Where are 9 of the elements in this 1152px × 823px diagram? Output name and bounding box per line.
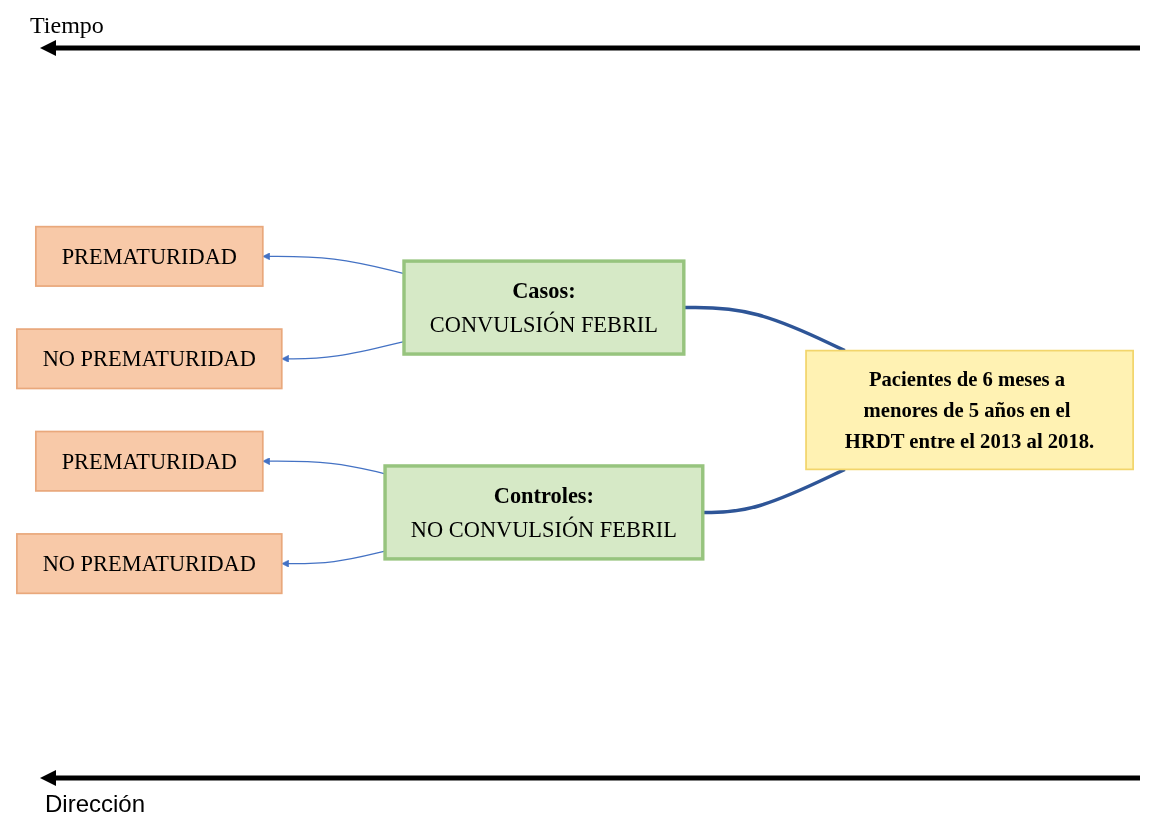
axis-label: Dirección: [45, 790, 146, 818]
node-box: NO PREMATURIDAD: [16, 533, 283, 595]
node-box: PREMATURIDAD: [35, 430, 264, 492]
node-box: Controles: NO CONVULSIÓN FEBRIL: [383, 464, 705, 561]
node-box: PREMATURIDAD: [35, 225, 264, 287]
axis-label: Tiempo: [30, 12, 104, 39]
node-box: Casos: CONVULSIÓN FEBRIL: [402, 259, 686, 356]
node-box: NO PREMATURIDAD: [16, 328, 283, 390]
node-box: Pacientes de 6 meses a menores de 5 años en el HRDT entre el 2013 al 2018.: [805, 349, 1134, 471]
